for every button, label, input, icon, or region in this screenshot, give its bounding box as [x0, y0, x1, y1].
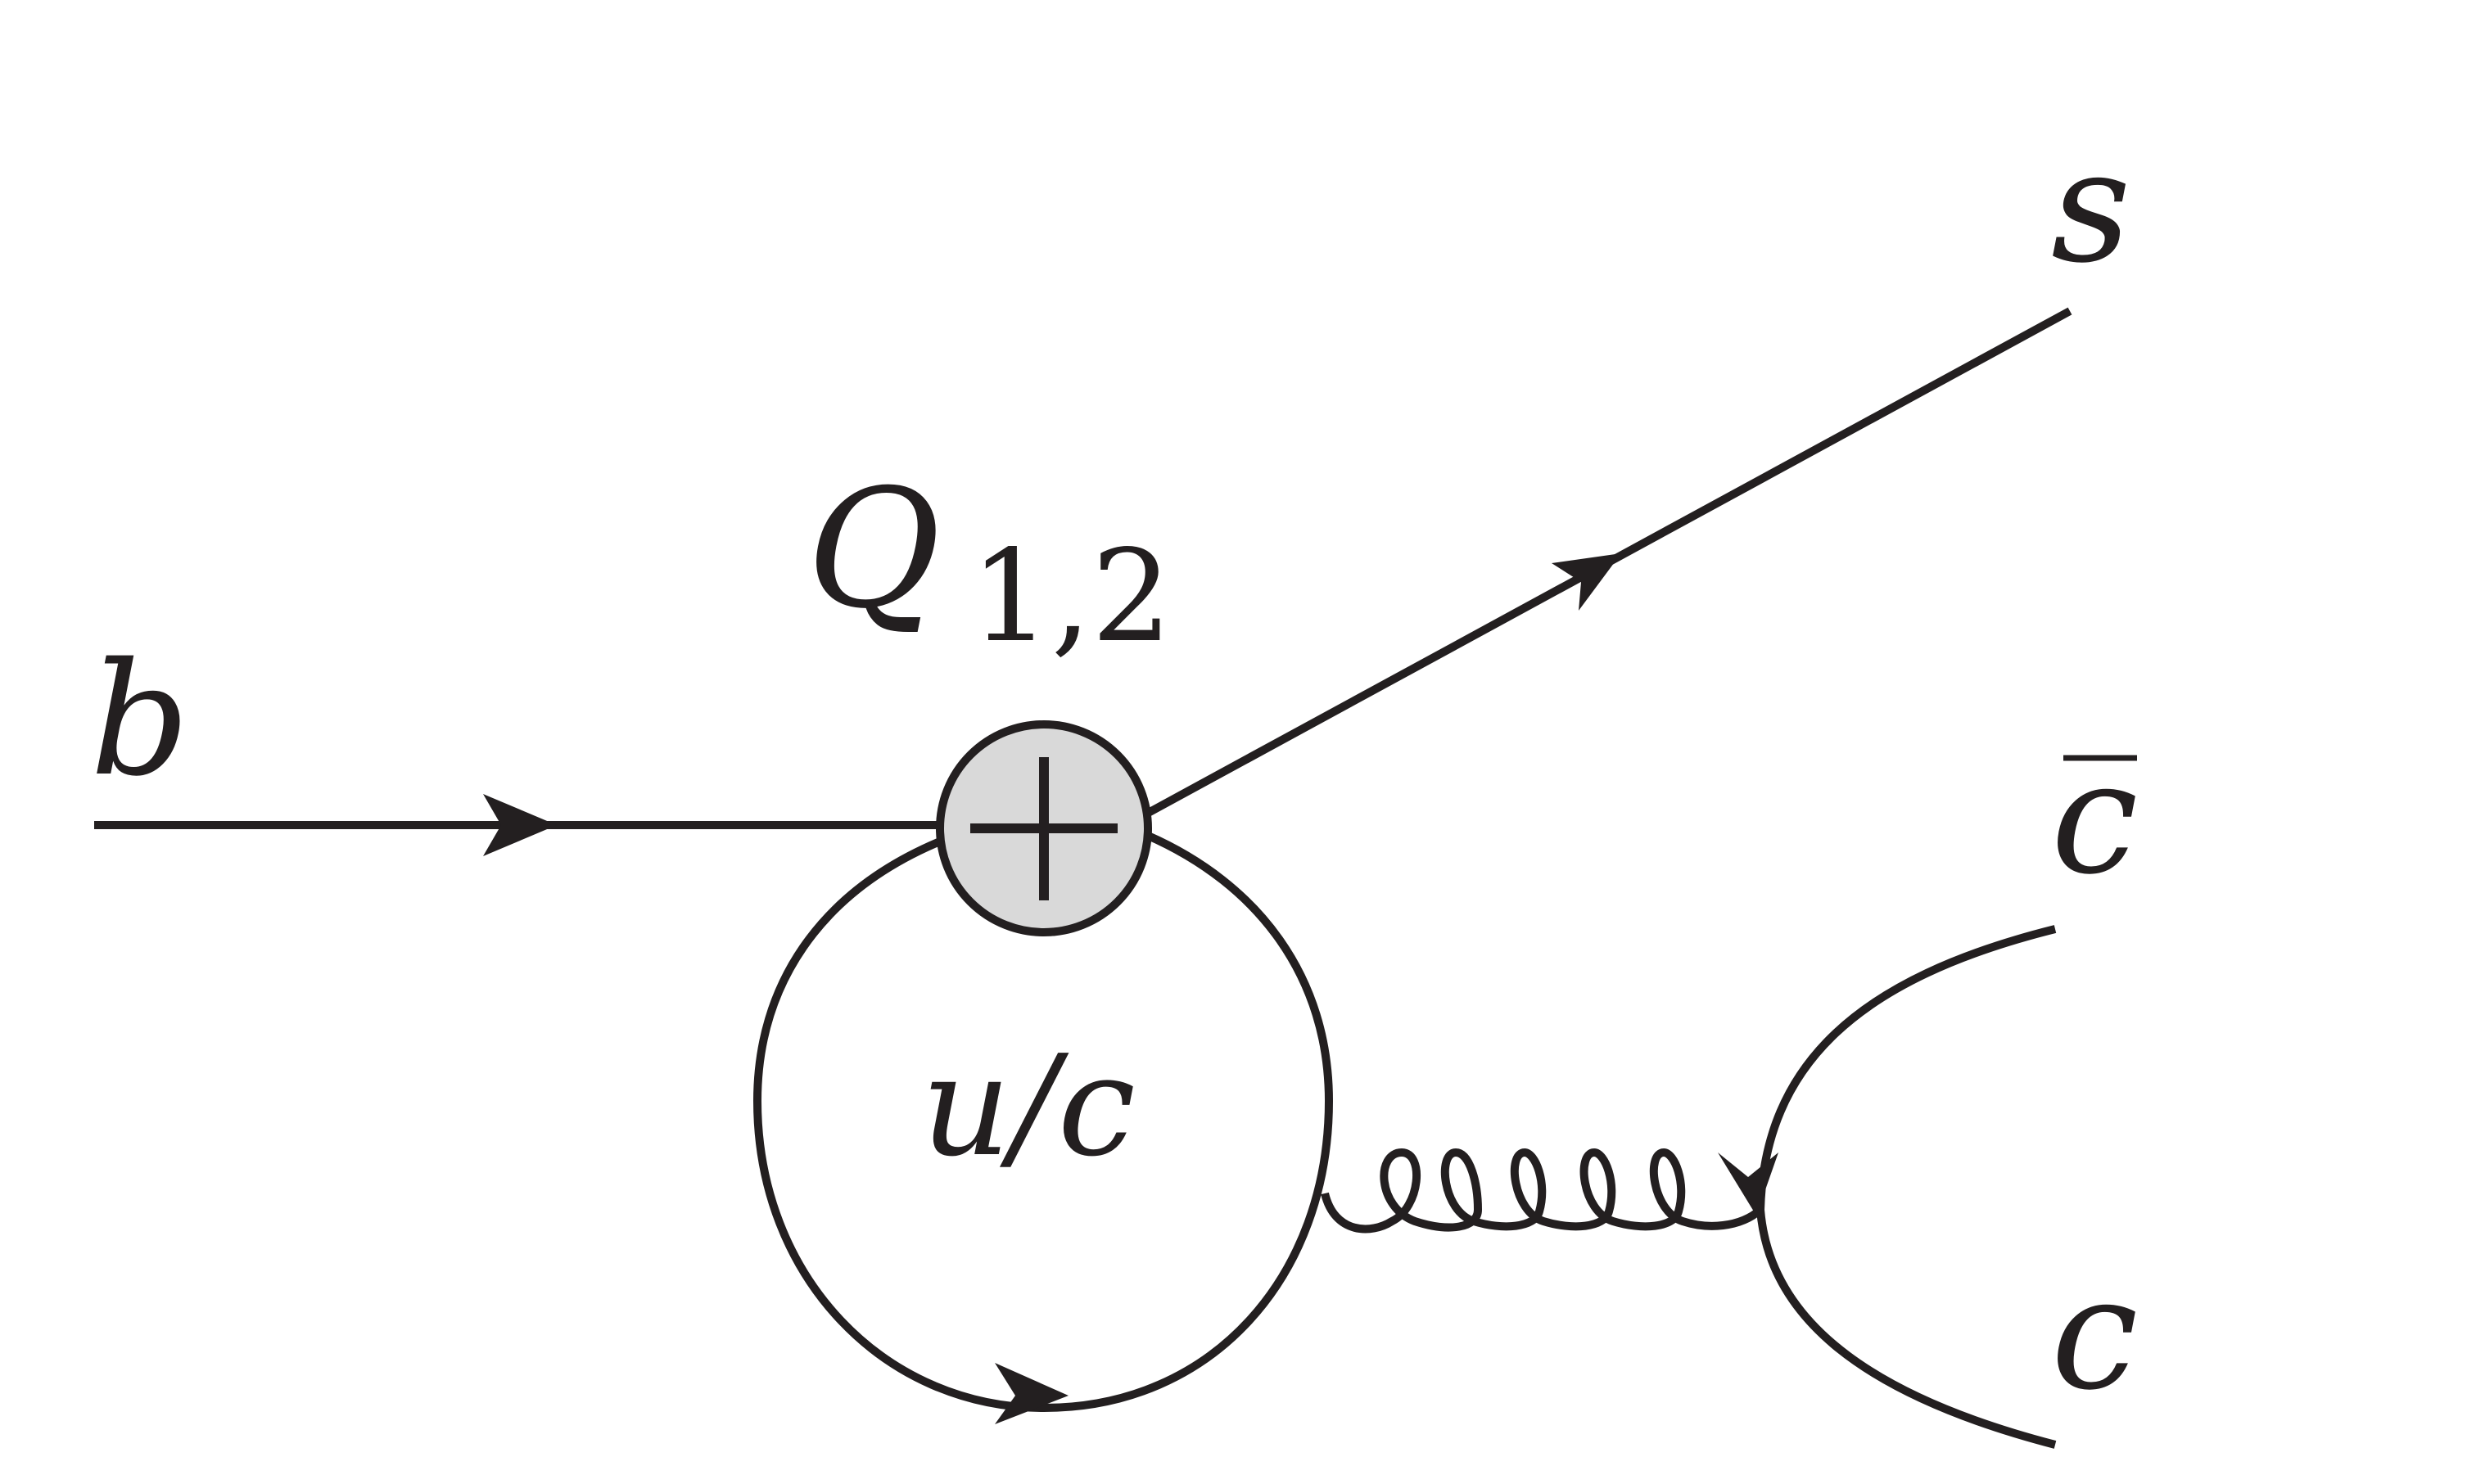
- label-s: s: [2051, 116, 2131, 297]
- label-c-bar: c: [2051, 728, 2138, 909]
- loop-arrow: [995, 1363, 1069, 1424]
- label-operator: Q: [807, 454, 941, 645]
- label-c: c: [2051, 1243, 2138, 1424]
- quark-loop: [753, 831, 1333, 1412]
- label-b: b: [90, 629, 190, 810]
- s-quark-arrow: [1552, 553, 1621, 611]
- b-quark-arrow: [483, 794, 557, 856]
- label-loop-quark: u/c: [921, 1026, 1136, 1188]
- c-line: [1756, 1209, 2057, 1449]
- c-bar-arrow: [1718, 1152, 1778, 1216]
- c-bar-line: [1756, 925, 2057, 1211]
- gluon-line: [1321, 1148, 1764, 1234]
- label-operator-subscript: 1,2: [970, 522, 1173, 670]
